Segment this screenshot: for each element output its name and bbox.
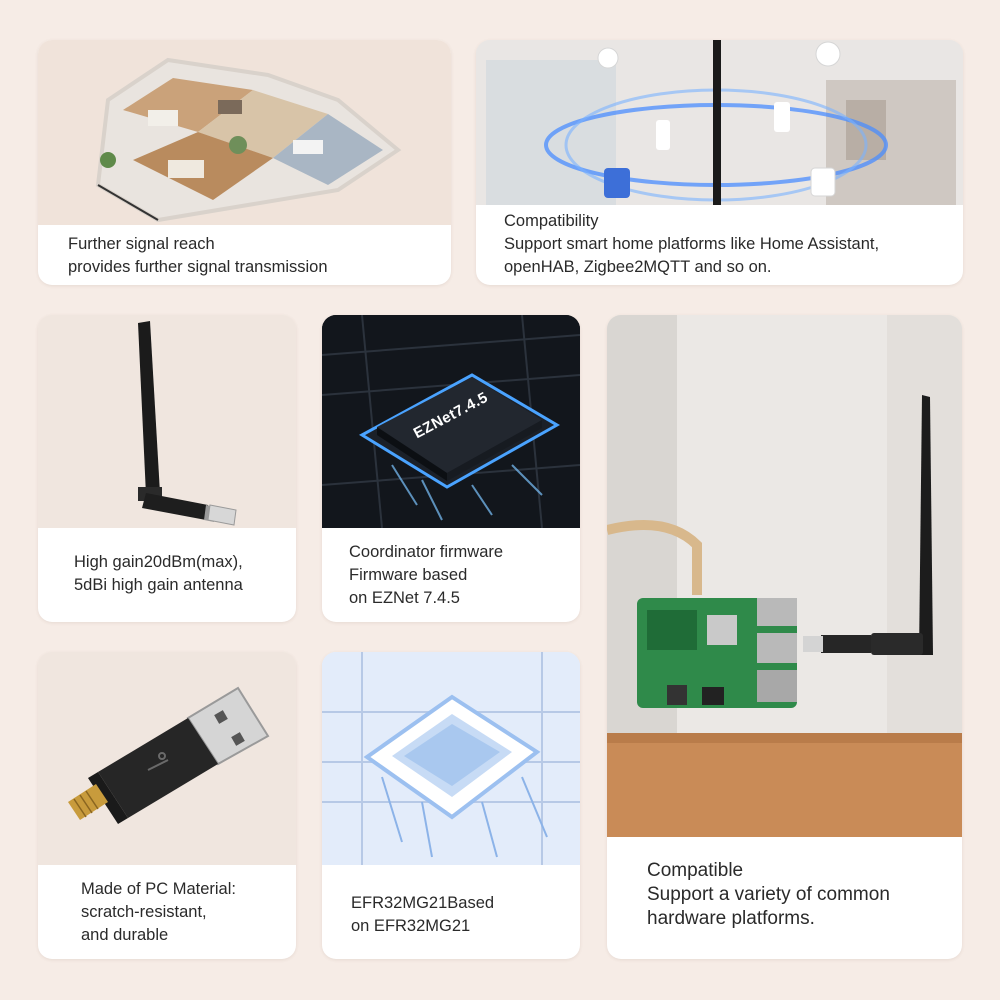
signal-reach-title: Further signal reach [68, 235, 215, 253]
high-gain-line-1: High gain20dBm(max), [74, 553, 243, 571]
raspberry-pi-image [607, 315, 962, 837]
card-compatibility-platforms: Compatibility Support smart home platfor… [476, 40, 963, 285]
floorplan-image [38, 40, 451, 225]
chipset-line-2: on EFR32MG21 [351, 917, 471, 935]
chipset-line-1: EFR32MG21Based [351, 894, 495, 912]
compatibility-platforms-caption: Compatibility Support smart home platfor… [504, 210, 879, 279]
signal-reach-description: provides further signal transmission [68, 258, 328, 276]
card-chipset: EFR32MG21Based on EFR32MG21 [322, 652, 580, 959]
hardware-compatible-title: Compatible [647, 860, 744, 881]
material-caption: Made of PC Material: scratch-resistant, … [81, 878, 236, 947]
firmware-title: Coordinator firmware [349, 543, 504, 561]
material-line-3: and durable [81, 926, 169, 944]
hardware-compatible-caption: Compatible Support a variety of common h… [647, 859, 890, 931]
chipset-caption: EFR32MG21Based on EFR32MG21 [351, 892, 494, 938]
antenna-dongle-image [38, 315, 296, 528]
high-gain-caption: High gain20dBm(max), 5dBi high gain ante… [74, 551, 243, 597]
material-line-1: Made of PC Material: [81, 880, 236, 898]
hardware-compatible-line-2: hardware platforms. [647, 908, 815, 929]
firmware-line-2: on EZNet 7.4.5 [349, 589, 460, 607]
efr32-chip-image [322, 652, 580, 865]
card-high-gain: High gain20dBm(max), 5dBi high gain ante… [38, 315, 296, 622]
usb-dongle-image [38, 652, 296, 865]
compatibility-platforms-title: Compatibility [504, 212, 599, 230]
compatibility-platforms-line-1: Support smart home platforms like Home A… [504, 235, 880, 253]
firmware-caption: Coordinator firmware Firmware based on E… [349, 541, 503, 610]
card-firmware: EZNet7.4.5 Coordinator firmware Firmware… [322, 315, 580, 622]
card-material: Made of PC Material: scratch-resistant, … [38, 652, 296, 959]
material-line-2: scratch-resistant, [81, 903, 207, 921]
ezsnet-chip-image: EZNet7.4.5 [322, 315, 580, 528]
hardware-compatible-line-1: Support a variety of common [647, 884, 890, 905]
firmware-line-1: Firmware based [349, 566, 468, 584]
smart-home-image [476, 40, 963, 205]
compatibility-platforms-line-2: openHAB, Zigbee2MQTT and so on. [504, 258, 772, 276]
card-hardware-compatible: Compatible Support a variety of common h… [607, 315, 962, 959]
card-signal-reach: Further signal reach provides further si… [38, 40, 451, 285]
signal-reach-caption: Further signal reach provides further si… [68, 233, 328, 279]
high-gain-line-2: 5dBi high gain antenna [74, 576, 243, 594]
